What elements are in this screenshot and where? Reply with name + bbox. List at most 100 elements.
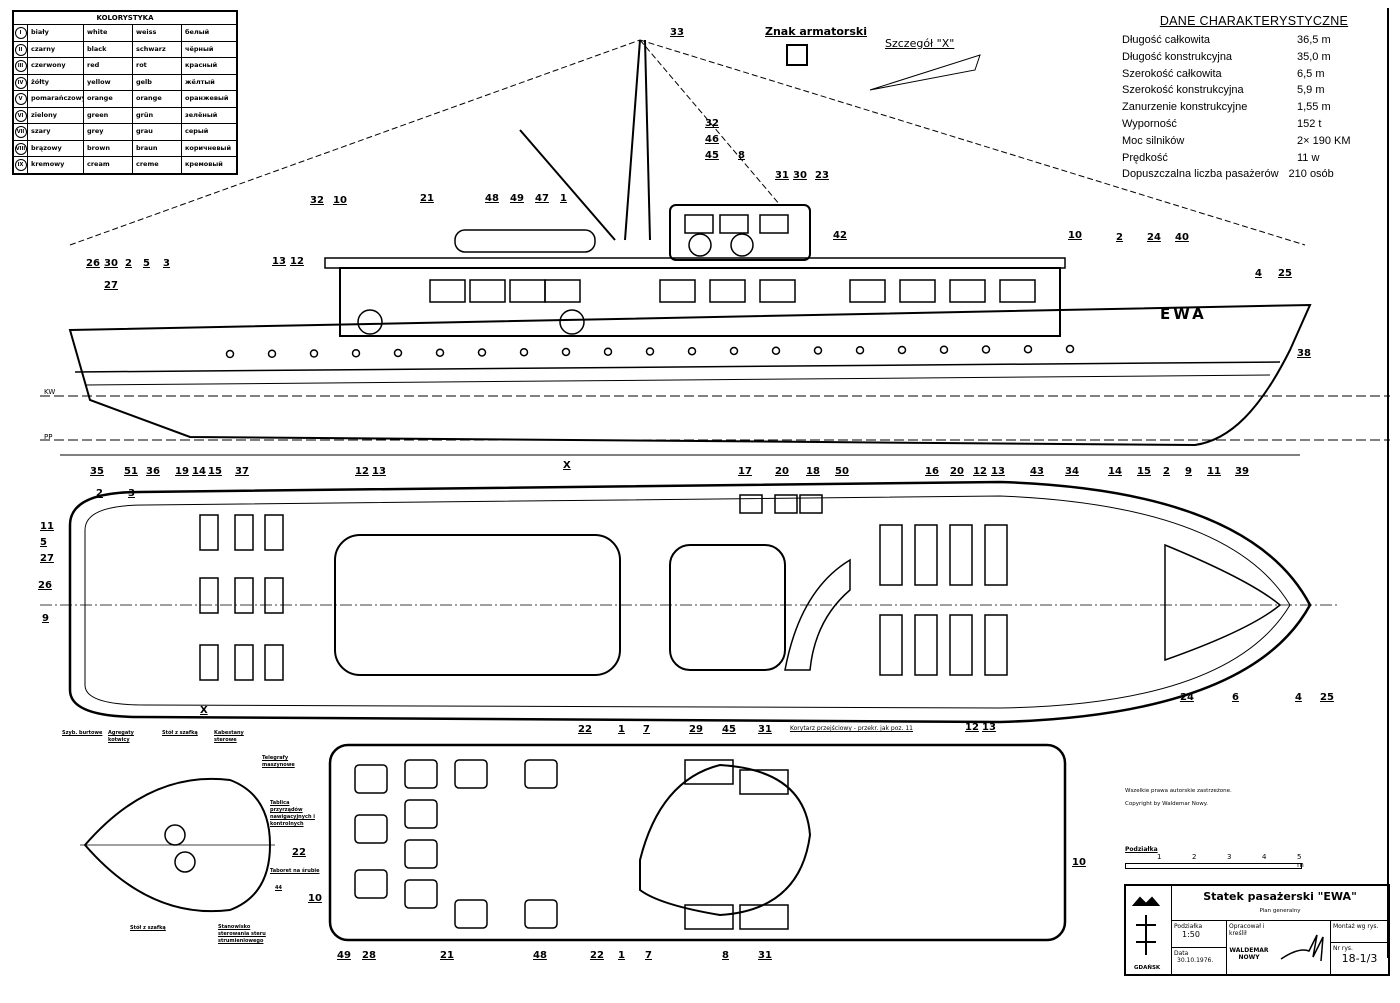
lifeboat <box>454 229 596 253</box>
callout-number: 5 <box>40 537 47 548</box>
seat-bench <box>234 514 254 551</box>
callout-number: 36 <box>146 466 160 477</box>
waterline-kw: KW <box>44 388 56 396</box>
color-de: braun <box>133 140 182 156</box>
seat-bench <box>264 577 284 614</box>
inset-label: Stanowisko sterowania steru strumieniowe… <box>218 924 266 944</box>
color-de: schwarz <box>133 41 182 57</box>
seat-bench <box>949 614 973 676</box>
porthole <box>1065 344 1075 354</box>
window <box>659 279 696 303</box>
porthole <box>981 345 991 354</box>
gdansk-coat-of-arms <box>1131 896 1161 955</box>
title-block: GDAŃSK Statek pasażerski "EWA" Plan gene… <box>1124 884 1390 976</box>
bridge-seat <box>454 759 488 789</box>
drawing-no-cell: Nr rys.18-1/3 <box>1330 942 1388 974</box>
callout-number: 38 <box>1297 348 1311 359</box>
callout-number: 27 <box>104 280 118 291</box>
seat-bench <box>949 524 973 586</box>
callout-number: 18 <box>806 466 820 477</box>
color-ru: оранжевый <box>185 94 229 102</box>
color-pl: pomarańczowy <box>28 91 84 107</box>
color-number: I <box>14 25 28 41</box>
porthole <box>351 348 361 358</box>
color-de: rot <box>133 58 182 74</box>
assembly-cell: Montaż wg rys. <box>1330 920 1388 942</box>
callout-number: 49 <box>510 193 524 204</box>
callout-number: 16 <box>925 466 939 477</box>
seat-bench <box>984 524 1008 586</box>
hull-side-view <box>68 303 1312 447</box>
window <box>759 279 796 303</box>
color-de: orange <box>133 91 182 107</box>
callout-number: 14 <box>1108 466 1122 477</box>
bridge-bench <box>684 759 734 785</box>
callout-number: 1 <box>618 950 625 961</box>
callout-number: 12 <box>965 722 979 733</box>
callout-number: 4 <box>1295 692 1302 703</box>
color-en: yellow <box>84 74 133 90</box>
callout-number: 3 <box>128 488 135 499</box>
spec-key: Wyporność <box>1122 117 1177 130</box>
callout-number: 24 <box>1147 232 1161 243</box>
color-ru: коричневый <box>185 143 231 152</box>
callout-number: 26 <box>86 258 100 269</box>
callout-number: 21 <box>440 950 454 961</box>
callout-number: 20 <box>775 466 789 477</box>
owner-mark-label: Znak armatorski <box>765 25 867 38</box>
copyright-line-2: Copyright by Waldemar Nowy. <box>1125 801 1208 807</box>
porthole <box>855 345 865 355</box>
color-number: VIII <box>14 140 28 156</box>
color-en: cream <box>84 157 133 173</box>
callout-number: 17 <box>738 466 752 477</box>
scale-tick: 1 <box>1157 853 1162 861</box>
window <box>684 214 714 234</box>
seat-bench <box>264 514 284 551</box>
callout-number: X <box>563 460 571 471</box>
bridge-bench <box>739 904 789 930</box>
color-legend-title: KOLORYSTYKA <box>14 12 236 25</box>
drawing-subtitle: Plan generalny <box>1259 908 1301 914</box>
bridge-bench <box>739 769 789 795</box>
callout-number: X <box>200 705 208 716</box>
spec-value: 152 t <box>1297 117 1322 130</box>
color-en: orange <box>84 91 133 107</box>
callout-number: 7 <box>645 950 652 961</box>
color-en: red <box>84 58 133 74</box>
window <box>949 279 986 303</box>
porthole <box>771 346 781 355</box>
spec-row: Wyporność 152 t <box>1122 118 1386 135</box>
table <box>799 494 823 514</box>
detail-x-label: Szczegół "X" <box>885 37 955 50</box>
bridge-seat <box>404 879 438 909</box>
color-ru: белый <box>185 28 210 36</box>
porthole <box>729 346 739 356</box>
date-value: 30.10.1976. <box>1177 957 1214 964</box>
color-en: brown <box>84 140 133 156</box>
porthole <box>813 346 823 355</box>
porthole <box>309 349 319 358</box>
color-number: VII <box>14 124 28 140</box>
waterline-pp: PP <box>44 433 53 441</box>
date-label: Data <box>1174 950 1189 957</box>
color-number: IX <box>14 157 28 173</box>
callout-number: 5 <box>143 258 150 269</box>
spec-key: Długość całkowita <box>1122 34 1211 46</box>
spec-value: 11 w <box>1297 151 1320 164</box>
callout-number: 39 <box>1235 466 1249 477</box>
callout-number: 14 <box>192 466 206 477</box>
callout-number: 45 <box>705 150 719 161</box>
main-deck-plan <box>68 480 1312 724</box>
color-de: weiss <box>133 25 182 41</box>
callout-number: 15 <box>1137 466 1151 477</box>
